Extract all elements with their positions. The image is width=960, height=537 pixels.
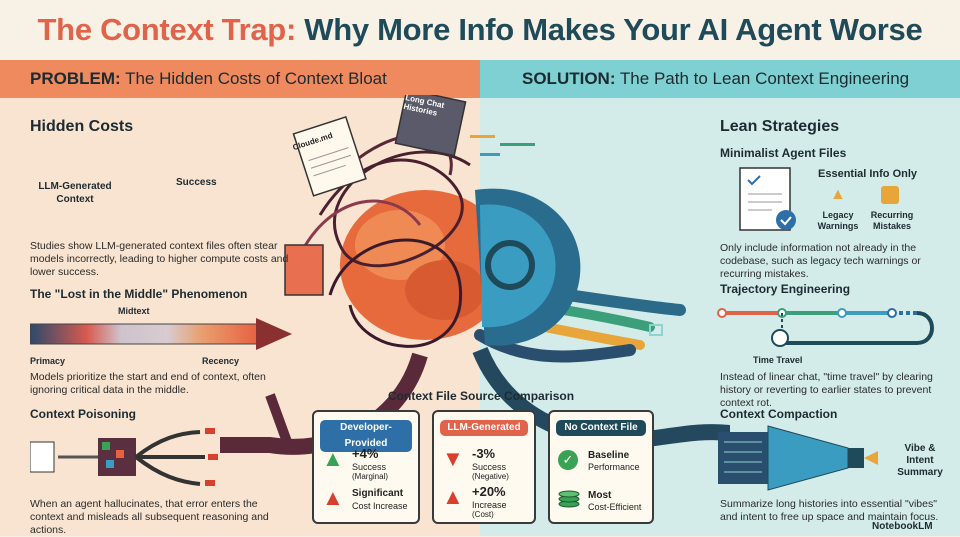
lean-heading: Lean Strategies — [720, 118, 840, 135]
recency-label: Recency — [202, 356, 240, 366]
solution-band: SOLUTION: The Path to Lean Context Engin… — [480, 60, 960, 98]
compaction-body: Summarize long histories into essential … — [720, 498, 939, 523]
coins-icon — [558, 486, 580, 508]
up-arrow-icon: ▲ — [322, 446, 344, 471]
primacy-label: Primacy — [30, 356, 66, 366]
compaction-heading: Context Compaction — [720, 407, 838, 421]
hidden-costs-body: Studies show LLM-generated context files… — [30, 240, 289, 278]
poisoning-illustration — [30, 428, 218, 486]
title-part1: The Context Trap: — [37, 12, 297, 47]
card3-v1: Baseline — [588, 450, 630, 461]
card-llm: LLM-Generated ▼ -3% Success (Negative) ▲… — [432, 410, 536, 524]
lost-middle-body: Models prioritize the start and end of c… — [30, 371, 266, 396]
lean-body: Only include information not already in … — [720, 242, 921, 280]
card2-v1: -3% — [472, 446, 496, 461]
card1-s1: (Marginal) — [352, 472, 389, 481]
compaction-label: Vibe & Intent Summary — [897, 443, 943, 478]
poisoning-body: When an agent hallucinates, that error e… — [30, 498, 269, 536]
problem-label: PROBLEM: — [30, 69, 121, 88]
llm-context-label: LLM-Generated Context — [38, 181, 112, 205]
card-llm-title: LLM-Generated — [440, 420, 528, 436]
card1-v1: +4% — [352, 446, 379, 461]
page-title: The Context Trap: Why More Info Makes Yo… — [0, 0, 960, 60]
trajectory-diagram — [717, 308, 934, 347]
lost-middle-heading: The "Lost in the Middle" Phenomenon — [30, 287, 248, 301]
solution-label: SOLUTION: — [522, 69, 616, 88]
card3-v2: Most — [588, 490, 612, 501]
card2-l2: Increase — [472, 500, 507, 510]
essential-label: Essential Info Only — [818, 168, 918, 180]
minimalist-heading: Minimalist Agent Files — [720, 146, 847, 160]
card-none: No Context File ✓ Baseline Performance M… — [548, 410, 654, 524]
trajectory-body: Instead of linear chat, "time travel" by… — [720, 371, 933, 409]
recurring-label: Recurring Mistakes — [870, 210, 914, 231]
card2-s1: (Negative) — [472, 472, 509, 481]
card2-v2: +20% — [472, 484, 506, 499]
compaction-funnel — [718, 425, 878, 491]
card3-l1: Performance — [588, 462, 640, 472]
down-arrow-icon: ▼ — [442, 446, 464, 471]
card2-l1: Success — [472, 462, 507, 472]
trajectory-heading: Trajectory Engineering — [720, 282, 851, 296]
problem-text: The Hidden Costs of Context Bloat — [125, 69, 387, 88]
success-label: Success — [176, 177, 217, 188]
card1-l2: Cost Increase — [352, 501, 408, 511]
document-check-icon — [739, 167, 796, 231]
warning-icon: ▲ — [830, 186, 846, 203]
midtext-label: Midtext — [118, 306, 150, 316]
check-icon: ✓ — [558, 450, 578, 470]
brain-illustration — [220, 95, 730, 455]
hidden-costs-heading: Hidden Costs — [30, 118, 134, 135]
clock-icon — [881, 186, 899, 204]
poisoning-heading: Context Poisoning — [30, 407, 136, 421]
card1-v2: Significant — [352, 488, 404, 499]
card-developer: Developer-Provided ▲ +4% Success (Margin… — [312, 410, 420, 524]
problem-band: PROBLEM: The Hidden Costs of Context Blo… — [0, 60, 480, 98]
title-part2: Why More Info Makes Your AI Agent Worse — [304, 12, 923, 47]
card-none-title: No Context File — [556, 420, 646, 436]
card2-s2: (Cost) — [472, 510, 494, 519]
card3-l2: Cost-Efficient — [588, 502, 642, 512]
up-arrow-icon: ▲ — [322, 485, 344, 510]
up-arrow-icon: ▲ — [442, 484, 464, 509]
time-travel-label: Time Travel — [753, 355, 803, 365]
card-developer-title: Developer-Provided — [320, 420, 412, 452]
comparison-heading: Context File Source Comparison — [388, 389, 575, 403]
card1-l1: Success — [352, 462, 387, 472]
legacy-label: Legacy Warnings — [817, 210, 859, 231]
watermark: NotebookLM — [872, 521, 933, 532]
solution-text: The Path to Lean Context Engineering — [619, 69, 910, 88]
context-bar — [30, 318, 292, 350]
